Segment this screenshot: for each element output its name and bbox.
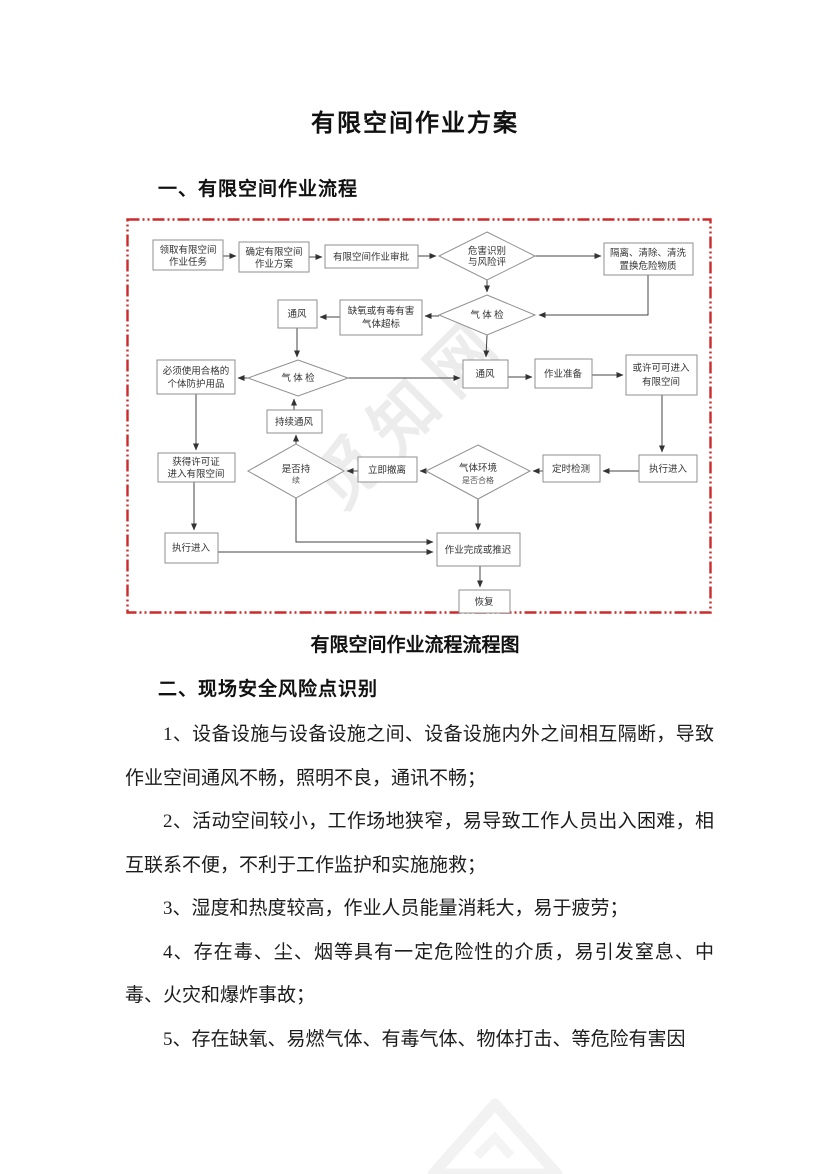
node-isolate-clean: 隔离、清除、清洗 置换危险物质 [603, 242, 694, 276]
node-obtain-permit: 获得许可证 进入有限空间 [157, 452, 236, 483]
svg-text:必须使用合格的: 必须使用合格的 [163, 365, 230, 377]
svg-text:作业准备: 作业准备 [544, 368, 583, 380]
svg-text:个体防护用品: 个体防护用品 [167, 378, 224, 390]
flowchart: 觅知网 [126, 218, 712, 614]
svg-text:隔离、清除、清洗: 隔离、清除、清洗 [610, 247, 687, 259]
node-ppe-required: 必须使用合格的 个体防护用品 [156, 359, 236, 395]
section2-heading: 二、现场安全风险点识别 [158, 679, 379, 700]
svg-text:续: 续 [292, 475, 300, 485]
paragraph-4: 4、存在毒、尘、烟等具有一定危险性的介质，易引发窒息、中毒、火灾和爆炸事故； [125, 941, 714, 1007]
svg-text:执行进入: 执行进入 [172, 542, 211, 554]
svg-text:有限空间: 有限空间 [642, 376, 680, 388]
svg-text:定时检测: 定时检测 [552, 463, 590, 475]
svg-text:缺氧或有毒有害: 缺氧或有毒有害 [348, 305, 415, 317]
flowchart-edges [191, 253, 665, 588]
svg-text:作业任务: 作业任务 [169, 256, 208, 268]
svg-text:作业方案: 作业方案 [255, 258, 294, 270]
node-gas-env-ok: 气体环境 是否合格 [424, 444, 532, 500]
svg-text:或许可可进入: 或许可可进入 [632, 362, 690, 374]
node-is-continuous: 是否持 续 [246, 443, 346, 499]
svg-text:执行进入: 执行进入 [649, 463, 688, 475]
flowchart-caption: 有限空间作业流程流程图 [310, 635, 520, 656]
svg-text:领取有限空间: 领取有限空间 [159, 244, 216, 256]
section1-heading: 一、有限空间作业流程 [158, 179, 359, 200]
node-continuous-vent: 持续通风 [266, 409, 323, 434]
node-work-done: 作业完成或推迟 [436, 532, 521, 567]
risk-paragraphs: 1、设备设施与设备设施之间、设备设施内外之间相互隔断，导致作业空间通风不畅，照明… [125, 713, 714, 1061]
node-recover: 恢复 [458, 589, 511, 614]
svg-text:是否持: 是否持 [282, 463, 311, 475]
svg-text:持续通风: 持续通风 [275, 416, 314, 428]
node-approval: 有限空间作业审批 [324, 244, 419, 269]
svg-text:是否合格: 是否合格 [462, 475, 494, 485]
node-execute-enter-right: 执行进入 [638, 454, 698, 483]
svg-text:通风: 通风 [287, 309, 307, 320]
node-permit-enter: 或许可可进入 有限空间 [625, 354, 698, 396]
node-hazard-assess: 危害识别 与风险评 [437, 231, 537, 281]
paragraph-2: 2、活动空间较小，工作场地狭窄，易导致工作人员出入困难，相互联系不便，不利于工作… [125, 811, 714, 876]
node-work-prep: 作业准备 [534, 358, 593, 389]
svg-text:气体超标: 气体超标 [362, 318, 401, 330]
node-ventilate-1: 通风 [277, 299, 318, 329]
node-receive-task: 领取有限空间 作业任务 [152, 239, 224, 271]
svg-text:气 体 检: 气 体 检 [470, 309, 504, 321]
flowchart-border [126, 218, 712, 614]
paragraph-3: 3、湿度和热度较高，作业人员能量消耗大，易于疲劳； [163, 898, 629, 919]
svg-text:气 体 检: 气 体 检 [281, 372, 315, 384]
svg-text:通风: 通风 [475, 369, 495, 380]
node-oxygen-excess: 缺氧或有毒有害 气体超标 [339, 299, 423, 336]
paragraph-1: 1、设备设施与设备设施之间、设备设施内外之间相互隔断，导致作业空间通风不畅，照明… [125, 724, 714, 789]
node-define-plan: 确定有限空间 作业方案 [238, 241, 310, 273]
page-title: 有限空间作业方案 [311, 110, 519, 137]
svg-text:立即撤离: 立即撤离 [368, 464, 406, 476]
svg-text:与风险评: 与风险评 [468, 256, 507, 268]
svg-text:作业完成或推迟: 作业完成或推迟 [445, 544, 512, 556]
svg-text:恢复: 恢复 [474, 596, 494, 608]
svg-text:气体环境: 气体环境 [459, 462, 498, 474]
svg-text:危害识别: 危害识别 [468, 245, 506, 257]
paragraph-5: 5、存在缺氧、易燃气体、有毒气体、物体打击、等危险有害因 [163, 1028, 686, 1050]
node-ventilate-2: 通风 [462, 359, 509, 389]
node-gas-check-1: 气 体 检 [437, 294, 537, 336]
node-execute-enter-left: 执行进入 [164, 532, 219, 564]
svg-text:进入有限空间: 进入有限空间 [167, 468, 224, 480]
node-evacuate: 立即撤离 [357, 456, 418, 483]
watermark-logo-icon [427, 1098, 563, 1174]
svg-text:置换危险物质: 置换危险物质 [619, 260, 677, 272]
svg-text:确定有限空间: 确定有限空间 [245, 246, 302, 258]
flowchart-svg: 领取有限空间 作业任务 确定有限空间 作业方案 有限空间作业审批 危害识别 与风… [126, 218, 712, 614]
node-gas-check-2: 气 体 检 [246, 359, 350, 397]
svg-text:获得许可证: 获得许可证 [172, 456, 220, 468]
svg-text:有限空间作业审批: 有限空间作业审批 [333, 251, 410, 263]
node-periodic-check: 定时检测 [542, 454, 601, 483]
